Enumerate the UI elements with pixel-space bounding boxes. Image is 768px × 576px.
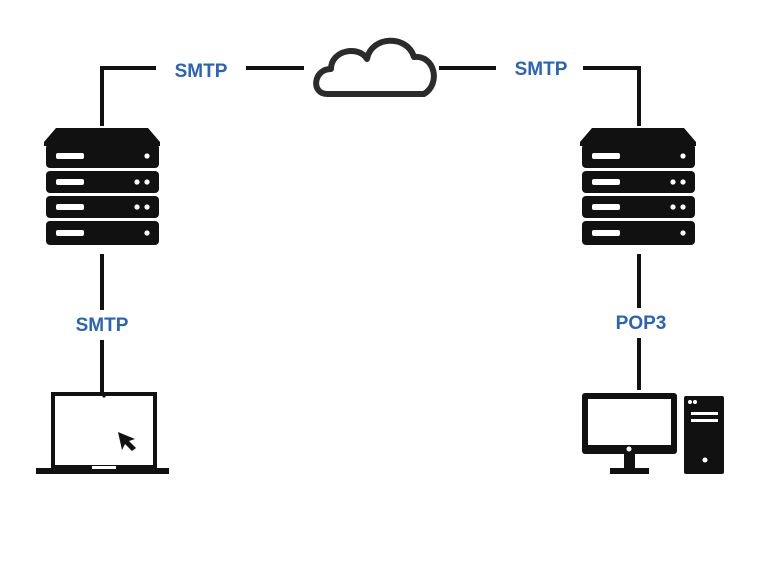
laptop-icon (36, 392, 169, 474)
desktop-computer-icon (582, 393, 724, 474)
mouse-cursor-icon (118, 432, 136, 451)
connector-right-label-to-server (583, 66, 641, 126)
cloud-icon (313, 37, 437, 97)
label-pop3-bottom-right: POP3 (616, 313, 667, 334)
label-smtp-top-left: SMTP (175, 61, 228, 82)
computer-tower (684, 396, 724, 474)
connection-lines (100, 66, 641, 395)
label-smtp-top-right: SMTP (515, 59, 568, 80)
connector-left-server-to-label (100, 66, 156, 126)
sender-mail-server-icon (44, 128, 160, 245)
label-smtp-bottom-left: SMTP (76, 315, 129, 336)
receiver-mail-server-icon (580, 128, 696, 245)
